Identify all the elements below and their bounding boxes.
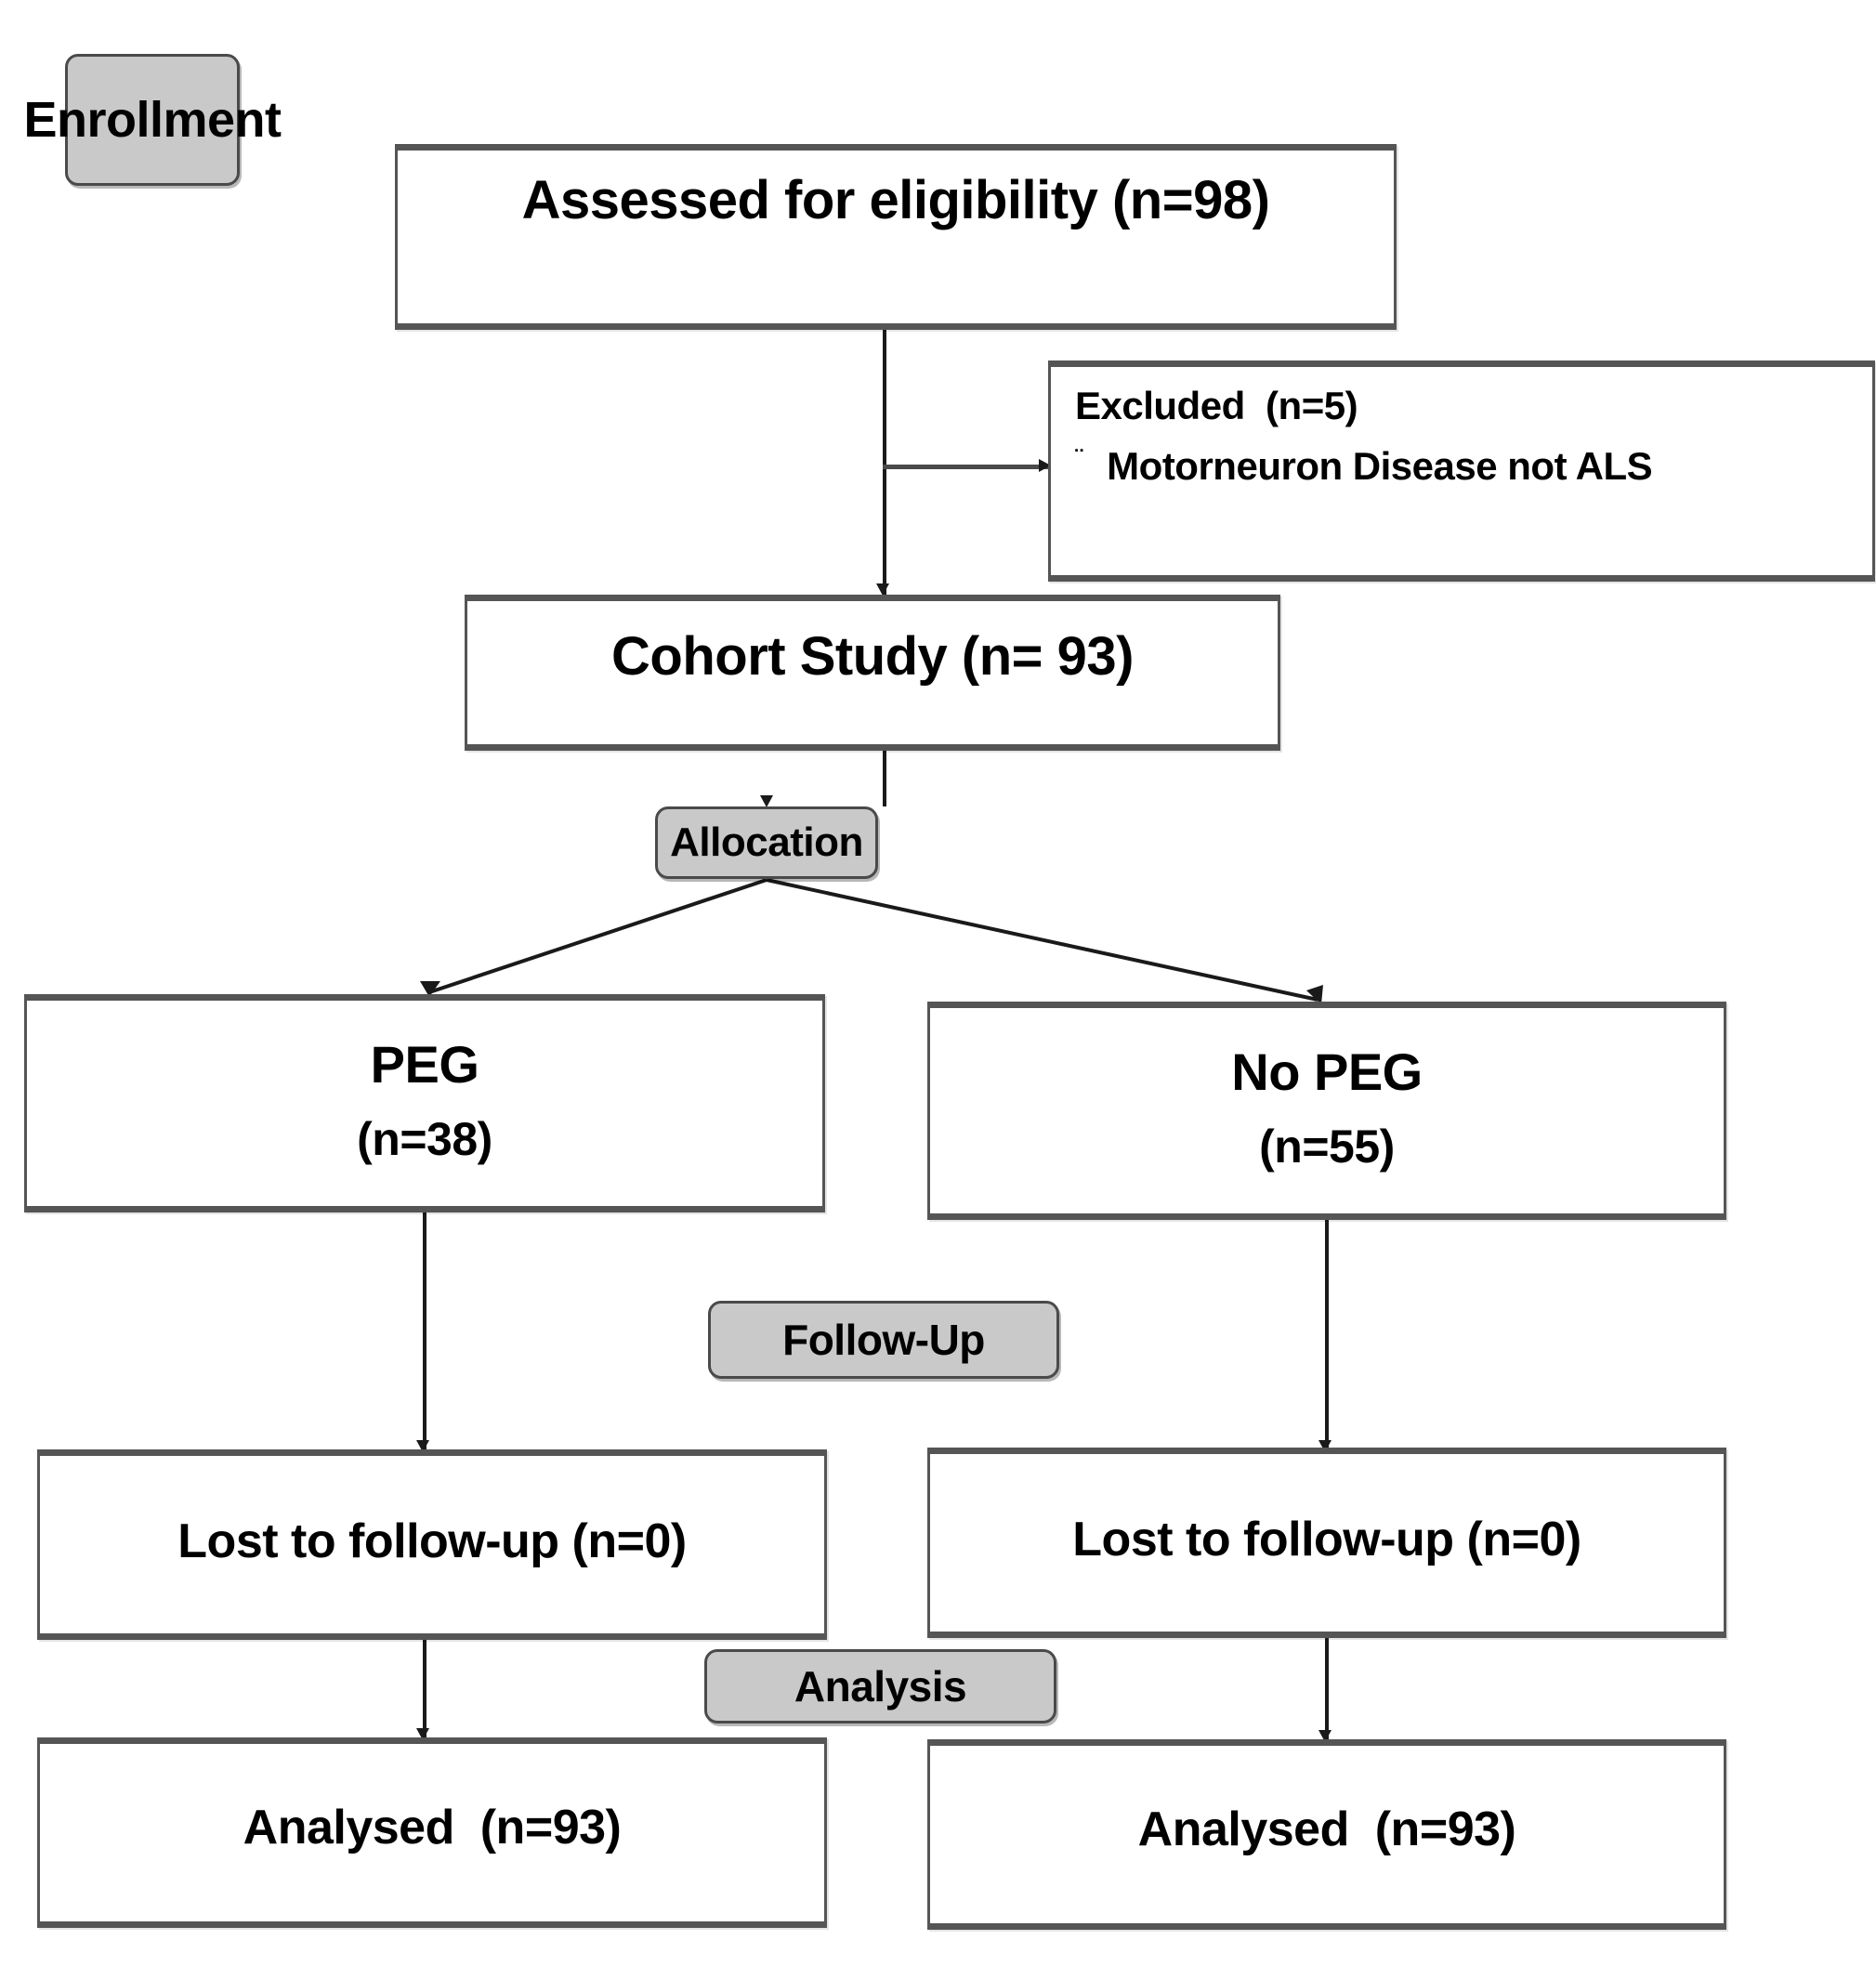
connector-peg-to-lost: [423, 1212, 426, 1452]
stage-label-allocation: Allocation: [655, 806, 878, 879]
arrow-to-lost-left-icon: [416, 1440, 429, 1452]
analysed-no-peg-box: Analysed (n=93): [927, 1739, 1726, 1930]
arrow-to-analysed-right-icon: [1318, 1730, 1332, 1742]
lost-to-followup-peg-text: Lost to follow-up (n=0): [177, 1514, 687, 1568]
peg-group-box: PEG (n=38): [24, 994, 825, 1212]
assessed-for-eligibility-box: Assessed for eligibility (n=98): [395, 144, 1397, 330]
bullet-icon: ¨: [1075, 443, 1083, 471]
no-peg-group-label: No PEG: [1231, 1042, 1423, 1101]
analysed-peg-text: Analysed (n=93): [243, 1801, 622, 1855]
excluded-reason-row: ¨ Motorneuron Disease not ALS: [1075, 443, 1872, 489]
lost-to-followup-no-peg-text: Lost to follow-up (n=0): [1072, 1513, 1581, 1566]
connector-lost-to-analysed-left: [423, 1640, 426, 1742]
no-peg-group-box: No PEG (n=55): [927, 1002, 1726, 1220]
connector-nopeg-to-lost: [1325, 1220, 1329, 1452]
lost-to-followup-no-peg-box: Lost to follow-up (n=0): [927, 1448, 1726, 1638]
excluded-count-text: Excluded (n=5): [1075, 384, 1358, 427]
arrow-to-excluded-icon: [1039, 459, 1051, 472]
cohort-study-box: Cohort Study (n= 93): [465, 595, 1280, 751]
lost-to-followup-peg-box: Lost to follow-up (n=0): [37, 1449, 827, 1640]
excluded-box: Excluded (n=5) ¨ Motorneuron Disease not …: [1048, 360, 1875, 582]
stage-label-enrollment: Enrollment: [23, 54, 282, 186]
connector-to-excluded: [883, 465, 1048, 469]
no-peg-group-count: (n=55): [1259, 1121, 1395, 1173]
arrow-to-allocation-icon: [760, 795, 773, 807]
peg-group-count: (n=38): [357, 1113, 492, 1165]
peg-group-label: PEG: [370, 1035, 479, 1094]
arrow-to-analysed-left-icon: [416, 1728, 429, 1740]
stage-label-followup: Follow-Up: [708, 1301, 1059, 1379]
stage-label-analysis: Analysis: [704, 1649, 1056, 1724]
connector-cohort-stem: [883, 751, 886, 806]
arrow-to-cohort-icon: [876, 583, 889, 596]
assessed-for-eligibility-text: Assessed for eligibility (n=98): [521, 170, 1270, 230]
cohort-study-text: Cohort Study (n= 93): [611, 626, 1134, 687]
analysed-peg-box: Analysed (n=93): [37, 1737, 827, 1928]
analysed-no-peg-text: Analysed (n=93): [1137, 1802, 1516, 1856]
excluded-reason-text: Motorneuron Disease not ALS: [1107, 444, 1653, 488]
connector-lost-to-analysed-right: [1325, 1638, 1329, 1742]
